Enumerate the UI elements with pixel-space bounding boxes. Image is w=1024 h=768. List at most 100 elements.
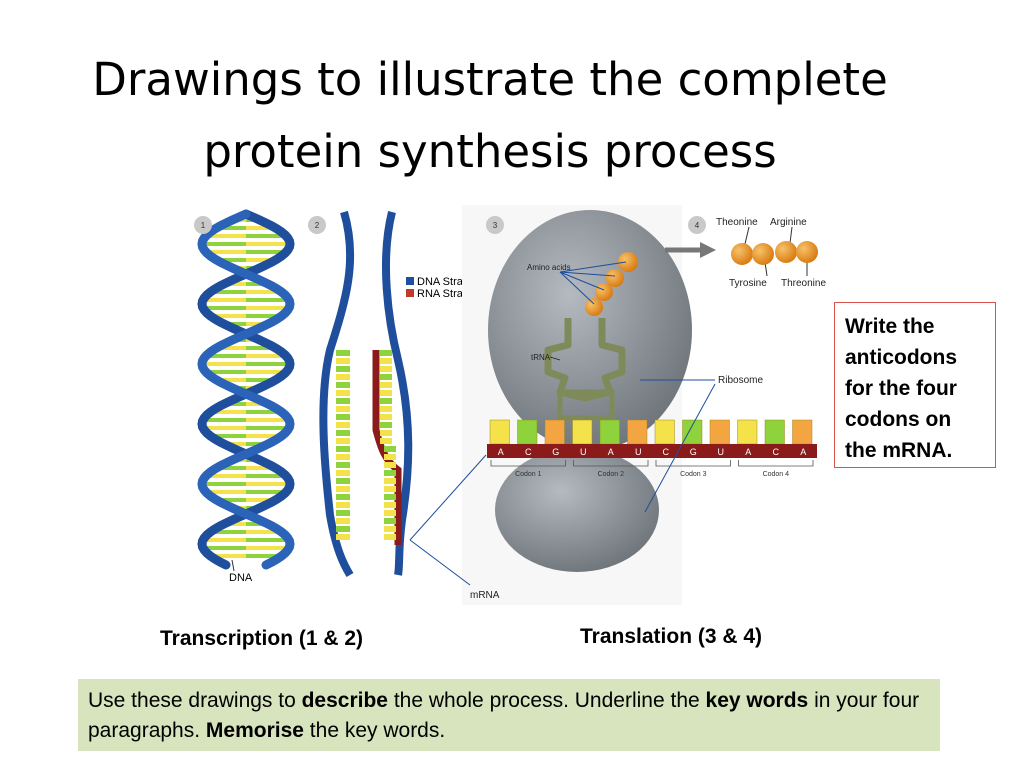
mrna-base-letter: A [800, 447, 806, 457]
dna-base [336, 438, 350, 444]
base-pair-half [246, 354, 287, 358]
step-number: 4 [695, 221, 700, 230]
base-pair-half [246, 498, 276, 502]
rna-base [380, 422, 392, 428]
rna-base [380, 390, 392, 396]
base-pair-half [210, 554, 246, 558]
pointer-line [559, 261, 627, 273]
base-pair-half [246, 482, 290, 486]
legend-swatch-dna [406, 277, 414, 285]
base-pair-half [246, 314, 282, 318]
base-pair-half [224, 282, 246, 286]
mrna-base [764, 419, 785, 445]
ribosome-large-subunit [488, 210, 692, 450]
base-pair-half [246, 306, 289, 310]
trna-shape [544, 318, 626, 402]
base-pair-half [246, 466, 276, 470]
codon-bracket [490, 460, 566, 467]
pointer-line [559, 271, 595, 305]
rna-base [384, 510, 396, 516]
dna-base [336, 526, 350, 532]
base-pair-half [224, 402, 246, 406]
base-pair-half [202, 362, 246, 366]
codon-label: Codon 2 [598, 471, 625, 478]
base-pair-half [246, 378, 276, 382]
mrna-base-letter: A [608, 447, 614, 457]
base-pair-half [246, 258, 276, 262]
legend: DNA Strand RNA Strand [406, 276, 475, 300]
base-pair-half [246, 362, 290, 366]
dna-base [336, 462, 350, 468]
codon-bracket [655, 460, 731, 467]
base-pair-half [203, 418, 246, 422]
base-pair-half [246, 546, 289, 550]
mrna-base-letter: U [718, 447, 725, 457]
dna-base [336, 358, 350, 364]
rna-base [380, 438, 392, 444]
rna-base [384, 470, 396, 476]
mrna-label: mRNA [470, 590, 500, 601]
step-number-badge [308, 216, 326, 234]
dna-base [336, 350, 350, 356]
rna-base [380, 406, 392, 412]
base-pair-half [246, 242, 290, 246]
legend-rna-label: RNA Strand [417, 288, 475, 300]
mrna-base [682, 419, 703, 445]
rna-base [384, 454, 396, 460]
panel-2-transcription [319, 210, 413, 578]
dna-base [336, 502, 350, 508]
rna-base [384, 446, 396, 452]
base-pair-half [205, 474, 246, 478]
base-pair-half [203, 298, 246, 302]
anticodon-task-note: Write the anticodons for the four codons… [834, 302, 996, 468]
arrow-head [700, 242, 716, 258]
instruction-text: Use these drawings to [88, 689, 302, 712]
helix-base-pairs [202, 218, 290, 558]
amino-acid [595, 283, 613, 301]
amino-acids-label: Amino acids [527, 263, 571, 272]
mrna-strand [487, 444, 817, 458]
base-pair-half [246, 418, 289, 422]
base-pair-half [246, 490, 287, 494]
rna-strand [372, 350, 402, 545]
base-pair-half [246, 402, 268, 406]
rna-bases [380, 350, 396, 540]
amino-acid-label-theonine: Theonine [716, 217, 758, 228]
title-line-1: Drawings to illustrate the complete [92, 53, 888, 107]
base-pair-half [224, 322, 246, 326]
ribosome-pointer [644, 383, 716, 513]
transcription-caption: Transcription (1 & 2) [160, 627, 364, 650]
rna-base [384, 526, 396, 532]
base-pair-half [202, 482, 246, 486]
rna-base [384, 486, 396, 492]
mrna-base [572, 419, 593, 445]
dna-strand-left [319, 210, 355, 578]
step-number-badge [688, 216, 706, 234]
mrna-base [792, 419, 813, 445]
base-pair-half [202, 242, 246, 246]
codon-bracket [738, 460, 814, 467]
keyword-describe: describe [301, 689, 388, 712]
pointer-line [559, 271, 605, 291]
mrna-base-letter: A [745, 447, 751, 457]
dna-strand-b [197, 209, 295, 570]
mrna-base [489, 419, 510, 445]
amino-acid-bead [775, 241, 797, 263]
base-pair-half [246, 234, 287, 238]
base-pair-half [246, 322, 268, 326]
dna-base [336, 478, 350, 484]
title-line-2: protein synthesis process [203, 125, 777, 179]
step-number-badge [194, 216, 212, 234]
mrna-base [544, 419, 565, 445]
step-number: 3 [493, 221, 498, 230]
mrna-base-letter: C [663, 447, 670, 457]
dna-base [336, 422, 350, 428]
base-pair-half [210, 290, 246, 294]
base-pair-half [246, 442, 268, 446]
dna-base [336, 454, 350, 460]
base-pair-half [203, 426, 246, 430]
base-pair-half [210, 434, 246, 438]
